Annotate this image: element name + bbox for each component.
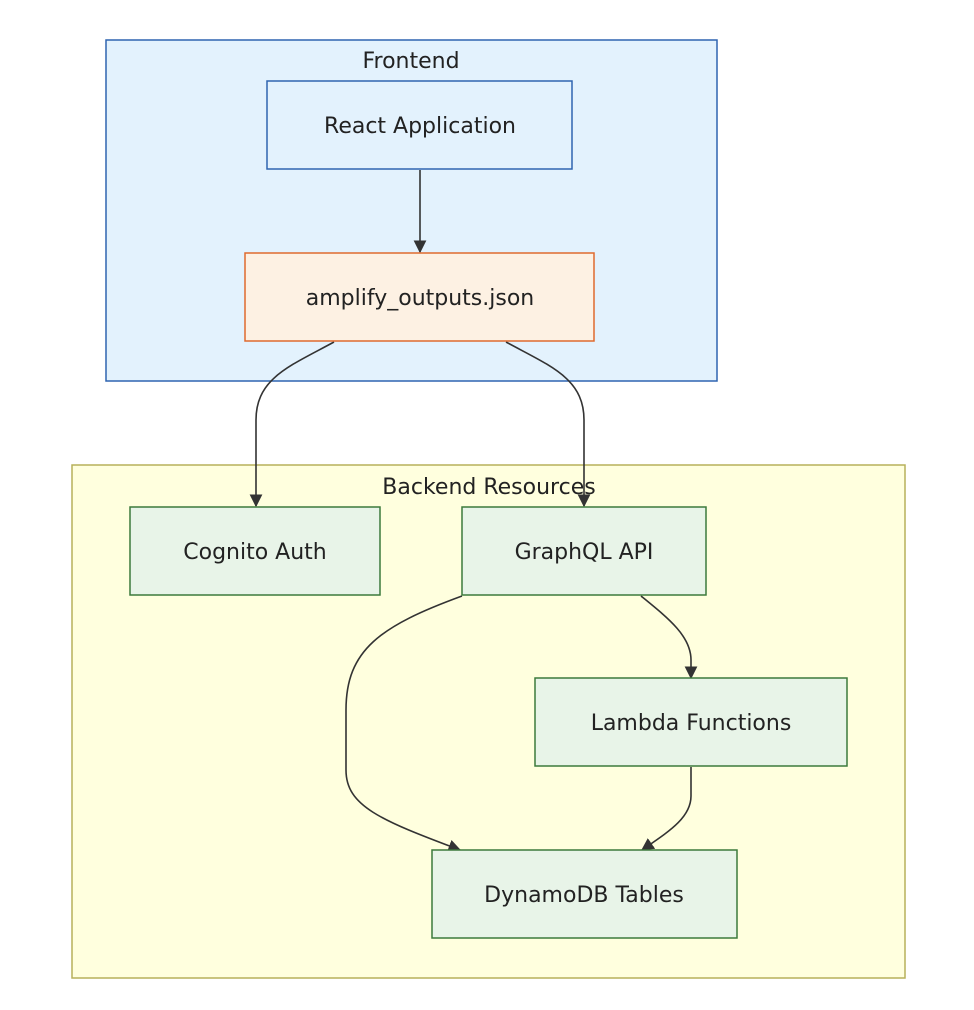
node-lambda-functions[interactable]: Lambda Functions (534, 677, 848, 767)
edge-graphql-to-dynamodb (345, 595, 463, 852)
node-dynamodb-tables-box[interactable] (431, 849, 738, 939)
edge-amplify-to-cognito (249, 341, 335, 508)
frontend-group-title: Frontend (362, 49, 459, 74)
node-dynamodb-tables-label: DynamoDB Tables (484, 883, 684, 908)
node-react-application-label: React Application (324, 114, 516, 139)
edge-graphql-to-lambda (640, 595, 698, 680)
edge-lambda-to-dynamodb (640, 767, 692, 851)
edge-amplify-to-graphql (505, 341, 591, 508)
node-lambda-functions-label: Lambda Functions (591, 711, 792, 736)
node-cognito-auth[interactable]: Cognito Auth (129, 506, 381, 596)
node-amplify-outputs[interactable]: amplify_outputs.json (244, 252, 595, 342)
node-cognito-auth-label: Cognito Auth (183, 540, 326, 565)
node-graphql-api[interactable]: GraphQL API (461, 506, 707, 596)
node-react-application-box[interactable] (266, 80, 573, 170)
node-react-application[interactable]: React Application (266, 80, 573, 170)
backend-group-title: Backend Resources (382, 475, 595, 500)
node-lambda-functions-box[interactable] (534, 677, 848, 767)
node-graphql-api-box[interactable] (461, 506, 707, 596)
node-amplify-outputs-box[interactable] (244, 252, 595, 342)
node-cognito-auth-box[interactable] (129, 506, 381, 596)
node-dynamodb-tables[interactable]: DynamoDB Tables (431, 849, 738, 939)
edges (249, 170, 698, 852)
node-amplify-outputs-label: amplify_outputs.json (306, 286, 534, 311)
node-graphql-api-label: GraphQL API (515, 540, 654, 565)
